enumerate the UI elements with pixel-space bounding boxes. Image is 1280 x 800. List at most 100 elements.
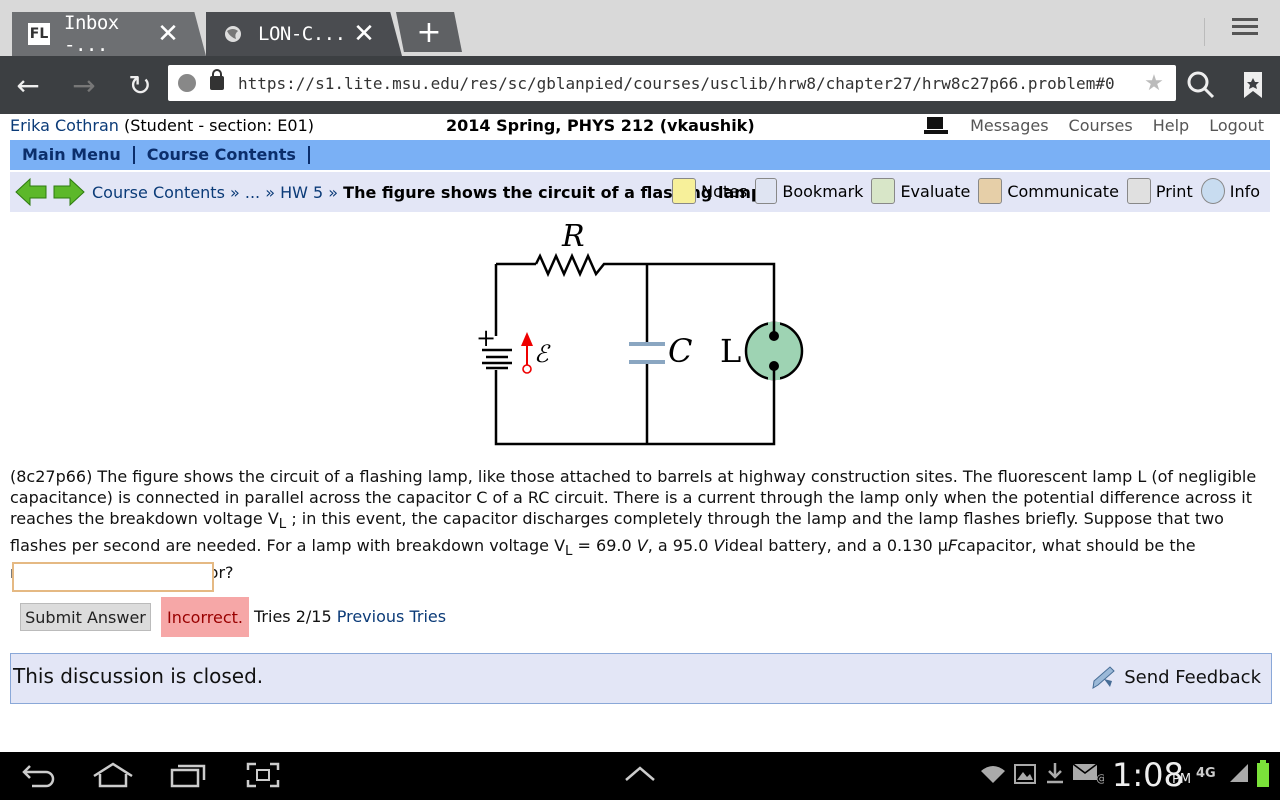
url-text[interactable]: https://s1.lite.msu.edu/res/sc/gblanpied… (238, 73, 1115, 93)
close-tab-icon[interactable]: ✕ (353, 19, 375, 49)
user-role: (Student - section: E01) (124, 116, 314, 135)
breadcrumb-current: The figure shows the circuit of a flashi… (343, 182, 763, 202)
print-label: Print (1155, 181, 1193, 201)
header-links: Messages Courses Help Logout (924, 116, 1264, 135)
communicate-label: Communicate (1007, 181, 1119, 201)
main-menu-bar: Main Menu Course Contents (10, 140, 1270, 170)
page-header: Erika Cothran (Student - section: E01) 2… (10, 116, 1272, 138)
discussion-panel: This discussion is closed. Send Feedback (10, 653, 1272, 704)
courses-link[interactable]: Courses (1068, 116, 1133, 135)
tries-count: Tries 2/15 (254, 607, 332, 626)
fl-favicon-icon: FL (28, 23, 50, 45)
bookmark-icon (755, 178, 778, 204)
print-tool[interactable]: Print (1126, 178, 1193, 204)
tab-label: LON-C... (258, 23, 346, 45)
notes-label: Notes (701, 181, 748, 201)
notes-icon (672, 178, 697, 204)
browser-tab-strip: FL Inbox -... ✕ LON-C... ✕ + (0, 0, 1280, 56)
resistor-label: R (561, 219, 585, 254)
close-tab-icon[interactable]: ✕ (157, 19, 179, 49)
back-icon[interactable]: ← (16, 68, 40, 102)
circuit-figure: R + ℰ C L (472, 218, 812, 450)
mail-icon: @ (1072, 762, 1107, 790)
lock-icon (210, 69, 224, 90)
device-icon[interactable] (924, 116, 949, 134)
clock-ampm: PM (1172, 772, 1192, 787)
answer-input[interactable] (12, 562, 214, 592)
screenshot-icon[interactable] (246, 762, 280, 794)
problem-text: ideal battery, and a 0.130 μ (724, 536, 948, 556)
previous-tries-link[interactable]: Previous Tries (336, 607, 447, 626)
home-nav-icon[interactable] (92, 762, 134, 794)
network-type-label: 4G (1196, 766, 1216, 781)
clock-time: 1:08 (1112, 756, 1184, 794)
back-nav-icon[interactable] (22, 762, 56, 794)
system-nav-bar: @ 1:08 PM 4G (0, 752, 1280, 800)
tries-info: Tries 2/15 Previous Tries (254, 607, 446, 626)
breadcrumb[interactable]: Course Contents » ... » HW 5 » The figur… (92, 183, 762, 202)
unit-volt: V (713, 536, 725, 556)
problem-text: (8c27p66) The figure shows the circuit o… (10, 467, 1257, 528)
search-icon[interactable] (1186, 70, 1216, 107)
site-info-icon[interactable] (178, 74, 196, 92)
tab-inbox[interactable]: FL Inbox -... ✕ (12, 12, 206, 56)
download-icon (1046, 762, 1064, 790)
menu-overflow-icon[interactable] (1204, 14, 1258, 46)
wifi-icon (980, 762, 1006, 790)
tab-label: Inbox -... (64, 12, 119, 56)
resistor-symbol (534, 252, 608, 278)
submit-answer-button[interactable]: Submit Answer (20, 603, 151, 631)
problem-tools: Notes Bookmark Evaluate Communicate Prin… (672, 178, 1260, 204)
info-label: Info (1229, 181, 1260, 201)
send-feedback-button[interactable]: Send Feedback (1090, 663, 1261, 691)
subscript-l: L (278, 517, 287, 533)
main-menu-link[interactable]: Main Menu (10, 146, 135, 164)
lamp-label: L (720, 332, 741, 370)
help-link[interactable]: Help (1152, 116, 1190, 135)
breadcrumb-bar: Course Contents » ... » HW 5 » The figur… (10, 172, 1270, 212)
globe-icon (222, 23, 244, 45)
gallery-icon (1014, 762, 1036, 790)
problem-text: ; in this event, the capacitor discharge… (10, 509, 1224, 556)
communicate-tool[interactable]: Communicate (978, 178, 1119, 204)
capacitor-label: C (668, 332, 692, 370)
breadcrumb-path[interactable]: Course Contents » ... » HW 5 » (92, 182, 344, 202)
discussion-closed-text: This discussion is closed. (13, 664, 264, 688)
emf-label: ℰ (534, 340, 551, 368)
tab-lon-capa[interactable]: LON-C... ✕ (206, 12, 402, 56)
thumbs-up-icon (871, 178, 896, 204)
subscript-l: L (565, 544, 573, 560)
evaluate-tool[interactable]: Evaluate (871, 178, 970, 204)
send-feedback-label: Send Feedback (1124, 666, 1261, 688)
course-contents-link[interactable]: Course Contents (135, 146, 310, 164)
user-info: Erika Cothran (Student - section: E01) (10, 116, 314, 135)
bookmarks-icon[interactable] (1242, 70, 1264, 107)
feedback-icon (1092, 666, 1115, 689)
notes-tool[interactable]: Notes (672, 178, 747, 204)
previous-arrow-icon[interactable] (14, 177, 48, 207)
next-arrow-icon[interactable] (52, 177, 86, 207)
user-name-link[interactable]: Erika Cothran (10, 116, 119, 135)
logout-link[interactable]: Logout (1209, 116, 1264, 135)
signal-icon (1228, 762, 1250, 790)
info-tool[interactable]: Info (1200, 178, 1260, 204)
recent-apps-icon[interactable] (170, 762, 206, 794)
battery-icon (1256, 760, 1270, 794)
info-icon (1200, 178, 1225, 204)
capacitor-plate (629, 360, 665, 364)
unit-farad: F (947, 536, 958, 556)
new-tab-button[interactable]: + (396, 12, 462, 52)
star-icon[interactable]: ★ (1144, 70, 1164, 96)
url-bar[interactable]: https://s1.lite.msu.edu/res/sc/gblanpied… (168, 65, 1176, 101)
chevron-up-icon[interactable] (624, 762, 656, 790)
status-badge: Incorrect. (161, 597, 249, 637)
bookmark-tool[interactable]: Bookmark (755, 178, 863, 204)
communicate-icon (978, 178, 1003, 204)
circuit-diagram: R + ℰ C L (476, 219, 804, 446)
capacitor-plate (629, 342, 665, 346)
forward-icon[interactable]: → (72, 68, 96, 102)
messages-link[interactable]: Messages (970, 116, 1049, 135)
reload-icon[interactable]: ↻ (128, 68, 152, 102)
svg-text:@: @ (1096, 772, 1104, 784)
problem-text: , a 95.0 (647, 536, 714, 556)
